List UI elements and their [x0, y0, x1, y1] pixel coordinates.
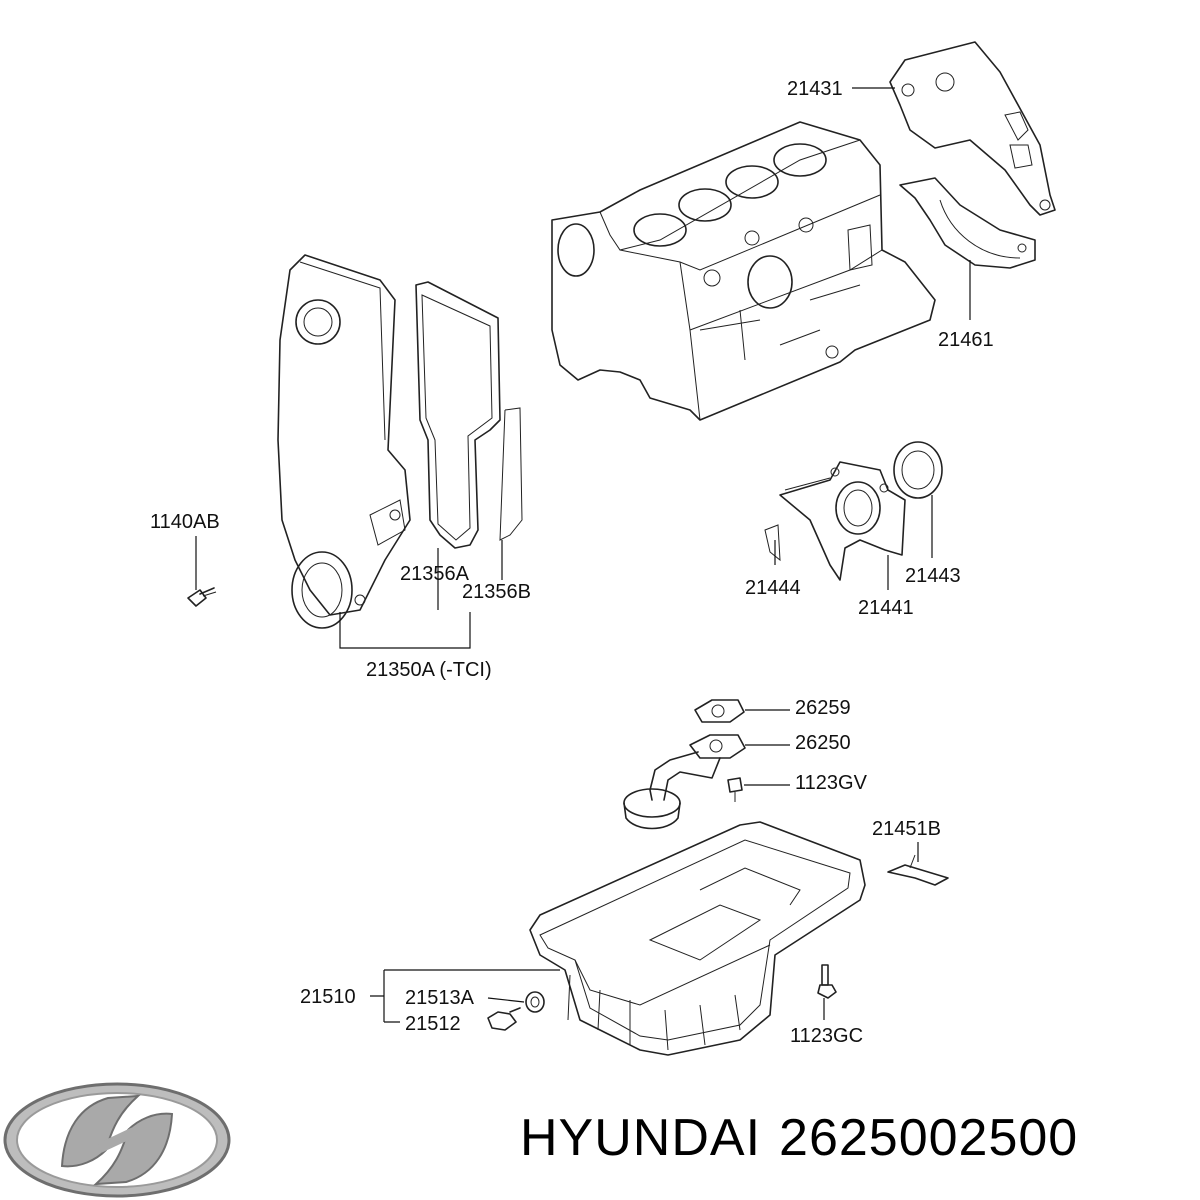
hyundai-logo-icon: [3, 1082, 231, 1198]
bolt-1140ab-drawing: [187, 587, 217, 607]
label-1140ab: 1140AB: [150, 511, 220, 533]
engine-block-drawing: [551, 121, 936, 421]
label-1123gc: 1123GC: [790, 1025, 863, 1047]
baffle-21451b-drawing: [887, 854, 949, 886]
label-21451b: 21451B: [872, 818, 941, 840]
label-21431: 21431: [787, 78, 843, 100]
label-26250: 26250: [795, 732, 851, 754]
label-21461: 21461: [938, 329, 994, 351]
leader-lines: [195, 87, 971, 1023]
oil-pan-drawing: [529, 821, 866, 1056]
label-21444: 21444: [745, 577, 801, 599]
oil-pump-pickup-drawing: [623, 699, 746, 830]
label-21512: 21512: [405, 1013, 461, 1035]
label-21356a: 21356A: [400, 563, 470, 585]
rear-plate-drawing: [889, 41, 1056, 216]
label-21510: 21510: [300, 986, 356, 1008]
part-number: 2625002500: [779, 1109, 1079, 1167]
drain-plug-parts-drawing: [487, 991, 545, 1031]
timing-cover-gaskets-drawing: [415, 281, 523, 549]
bolt-1123gc-drawing: [817, 964, 837, 999]
label-1123gv: 1123GV: [795, 772, 868, 794]
label-21513a: 21513A: [405, 987, 475, 1009]
label-21350a: 21350A (-TCI): [366, 659, 492, 681]
label-21441: 21441: [858, 597, 914, 619]
rear-seal-cover-drawing: [899, 177, 1036, 269]
brand-name: HYUNDAI: [520, 1109, 762, 1167]
label-21356b: 21356B: [462, 581, 531, 603]
label-26259: 26259: [795, 697, 851, 719]
label-21443: 21443: [905, 565, 961, 587]
timing-cover-drawing: [277, 254, 411, 629]
front-seal-parts-drawing: [764, 441, 943, 581]
footer-brand-partnumber: HYUNDAI 2625002500: [520, 1108, 1096, 1168]
